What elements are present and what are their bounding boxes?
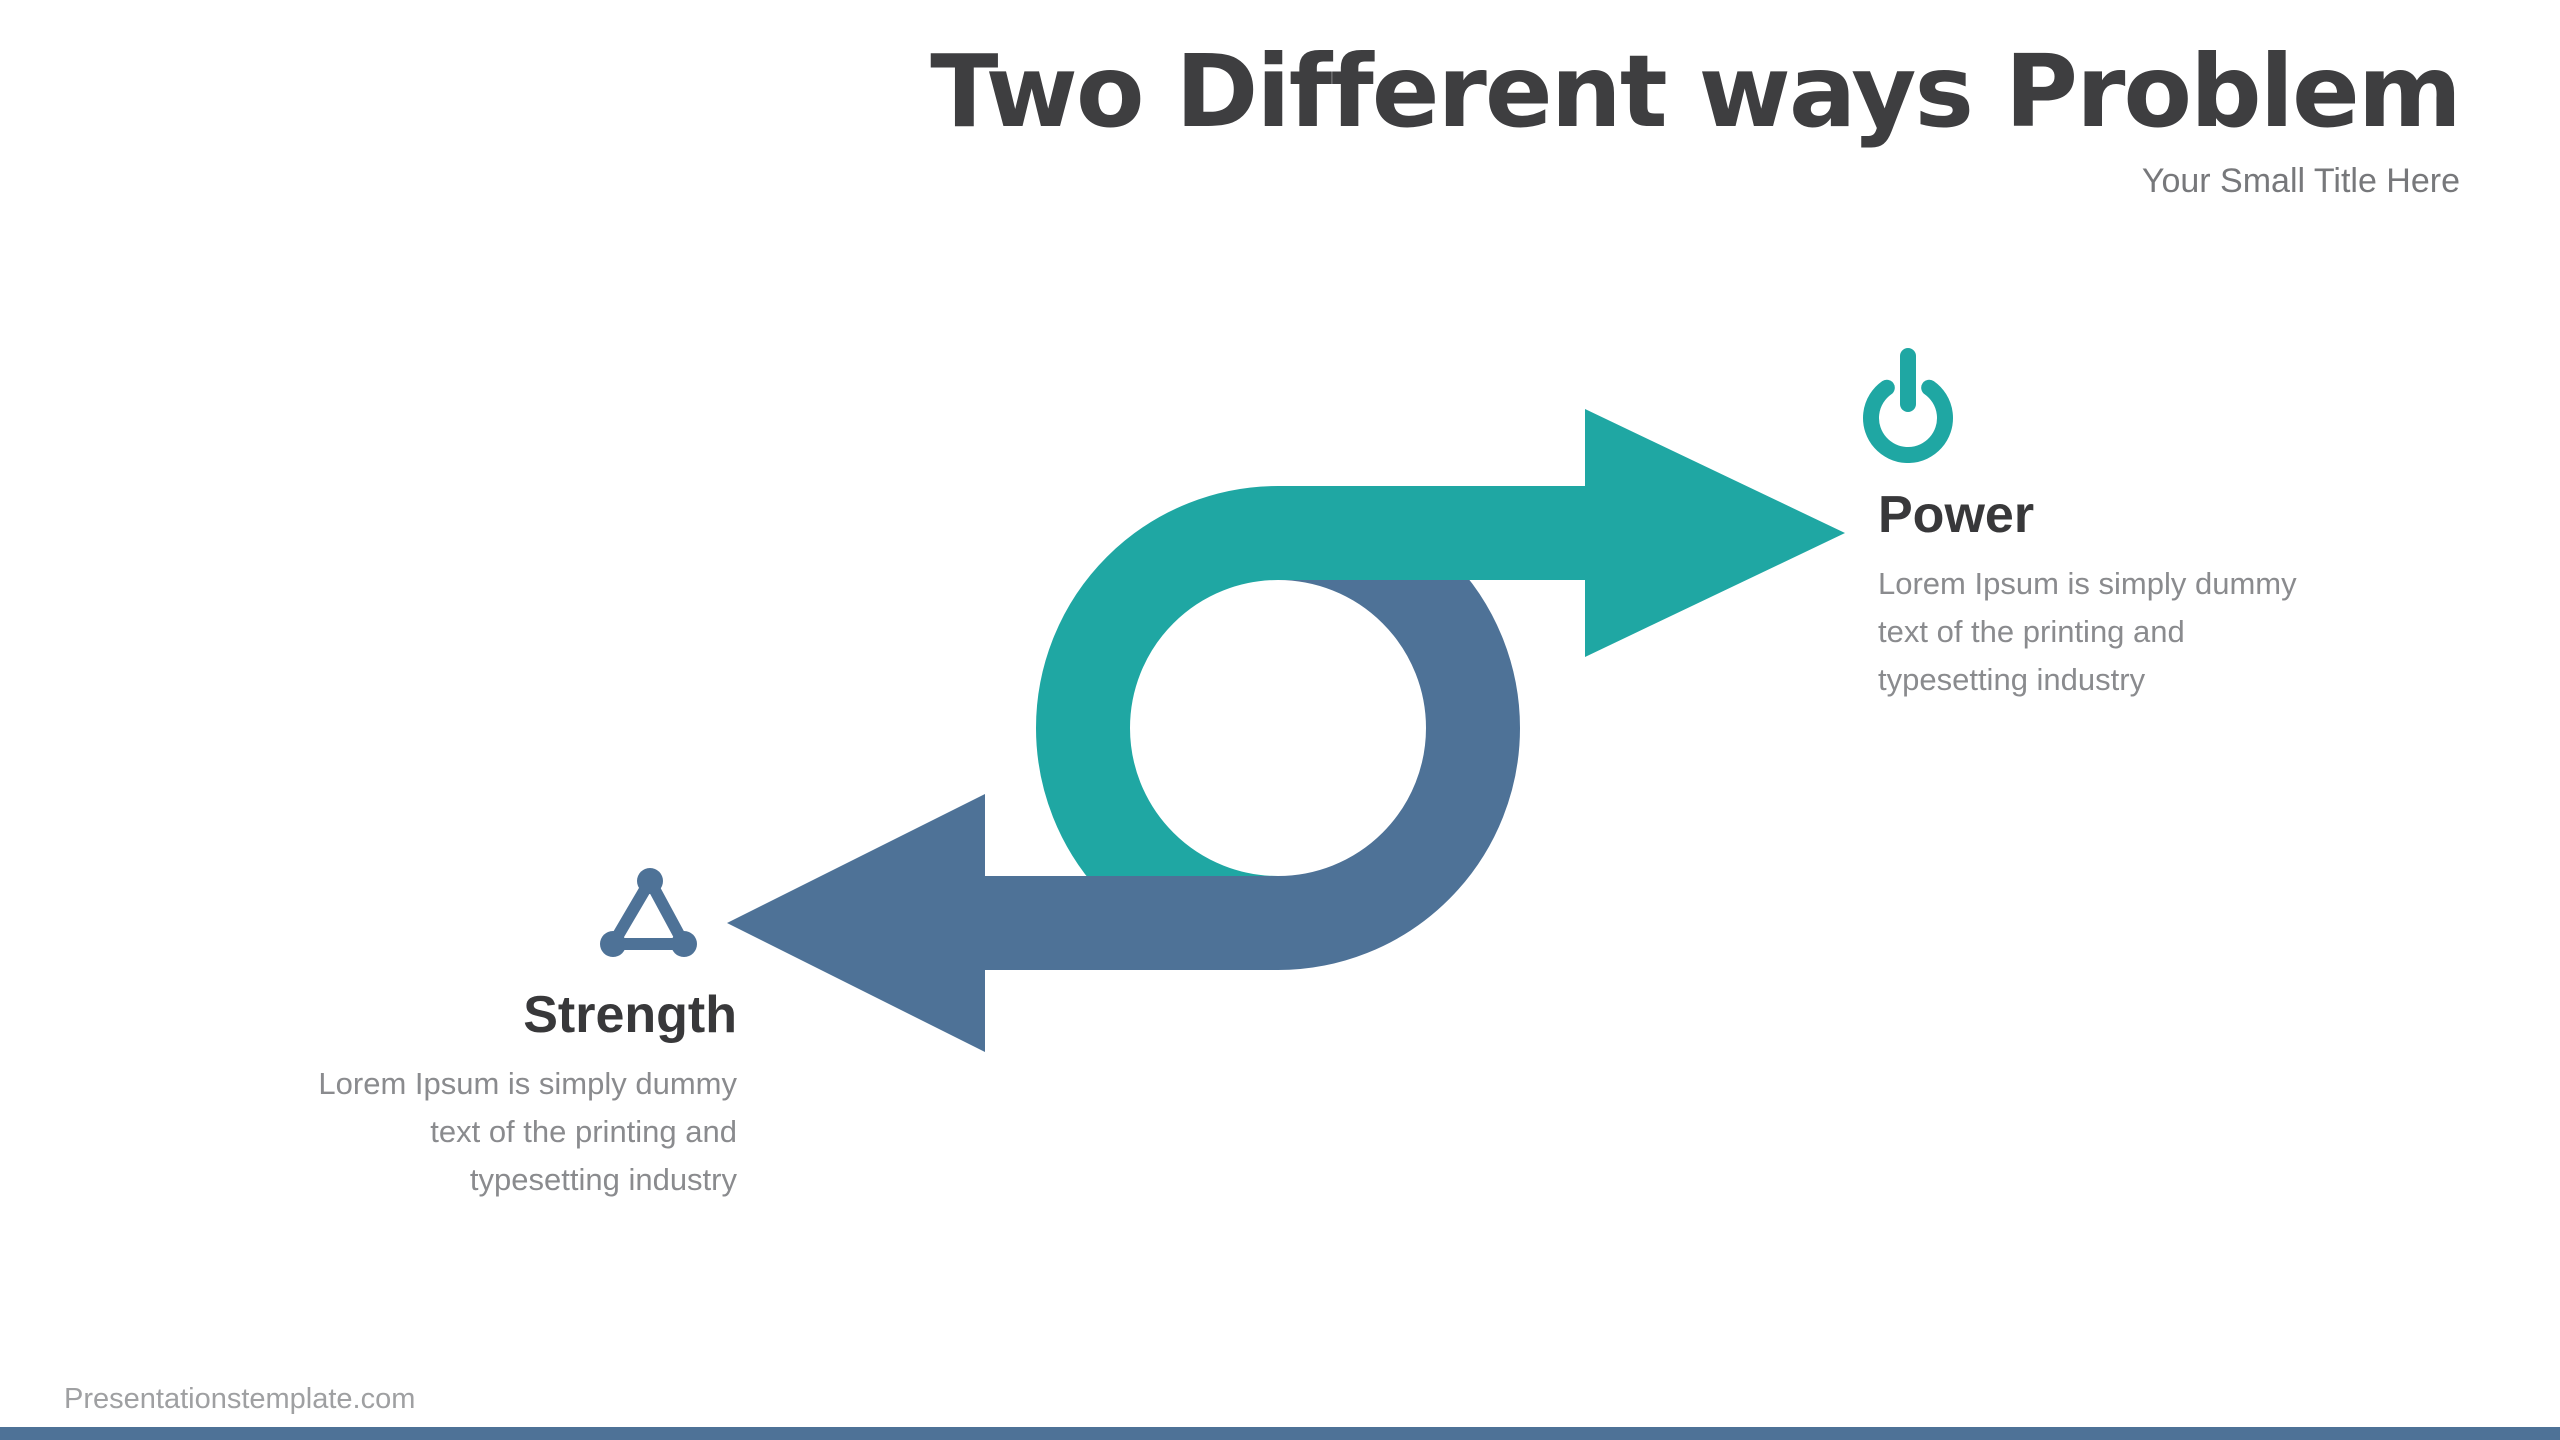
strength-item-description: Lorem Ipsum is simply dummy text of the … [137,1060,737,1204]
description-line: typesetting industry [469,1162,737,1198]
power-item-description: Lorem Ipsum is simply dummy text of the … [1878,560,2297,704]
description-line: text of the printing and [1878,614,2185,650]
power-item-label: Power [1878,486,2035,544]
description-line: text of the printing and [430,1114,737,1150]
header-block: Two Different ways Problem Your Small Ti… [930,33,2462,202]
slide-title: Two Different ways Problem [930,33,2462,150]
power-icon [1863,348,1953,463]
slide-subtitle: Your Small Title Here [2141,162,2460,200]
power-item: Power Lorem Ipsum is simply dummy text o… [1862,346,2297,704]
teal-right-arrowhead [1585,409,1845,657]
triangle-network-icon [600,868,697,957]
slate-left-arrowhead [727,794,985,1052]
strength-item-label: Strength [523,986,737,1044]
teal-loop-arc [1036,486,1279,970]
description-line: typesetting industry [1878,662,2146,698]
footer-accent-bar [0,1427,2560,1440]
strength-item: Strength Lorem Ipsum is simply dummy tex… [137,866,737,1204]
description-line: Lorem Ipsum is simply dummy [318,1066,737,1102]
footer-website-text: Presentationstemplate.com [64,1383,416,1415]
description-line: Lorem Ipsum is simply dummy [1878,566,2297,602]
